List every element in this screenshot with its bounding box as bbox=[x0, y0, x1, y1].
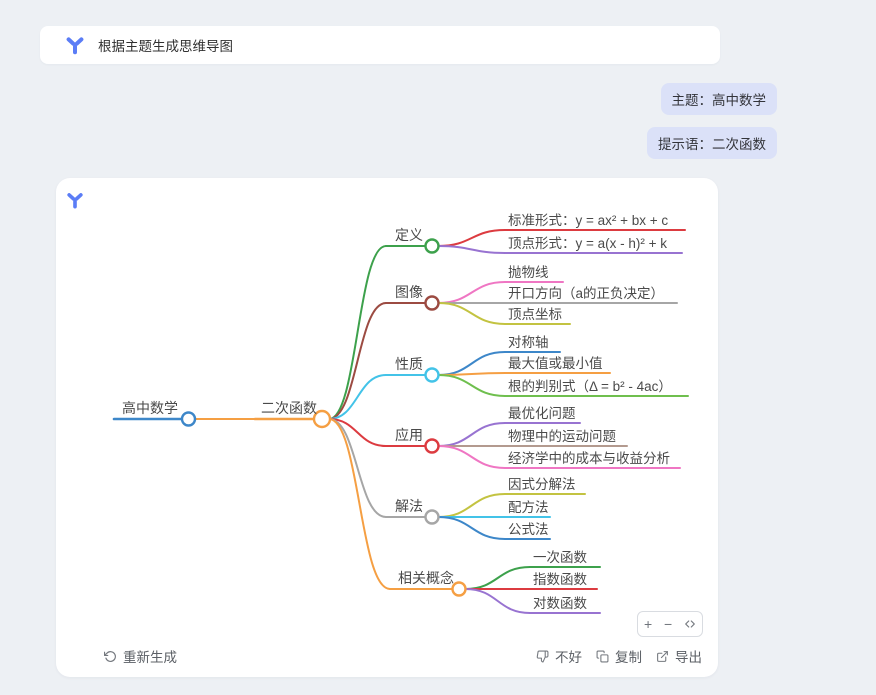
mindmap-result-card: 标准形式：y = ax² + bx + c 顶点形式：y = a(x - h)² … bbox=[56, 178, 718, 677]
mindmap-node-label[interactable]: 指数函数 bbox=[533, 572, 587, 587]
mindmap-link bbox=[438, 445, 506, 469]
mindmap-node-handle[interactable] bbox=[424, 367, 440, 383]
mindmap-node-handle[interactable] bbox=[312, 409, 332, 429]
mindmap-node-label[interactable]: 抛物线 bbox=[508, 265, 549, 280]
mindmap-link bbox=[438, 302, 506, 325]
zoom-toolbar: + − bbox=[637, 611, 703, 637]
fit-view-icon bbox=[684, 618, 696, 630]
mindmap-node-handle[interactable] bbox=[424, 438, 440, 454]
dislike-label: 不好 bbox=[555, 650, 582, 665]
thumbs-down-icon bbox=[536, 650, 549, 663]
regenerate-label: 重新生成 bbox=[123, 650, 177, 665]
mindmap-node-label[interactable]: 定义 bbox=[395, 227, 423, 243]
mindmap-link bbox=[465, 588, 531, 614]
mindmap-link bbox=[328, 374, 387, 420]
mindmap-link bbox=[438, 229, 506, 247]
export-label: 导出 bbox=[675, 650, 702, 665]
mindmap-node-label[interactable]: 因式分解法 bbox=[508, 477, 576, 492]
mindmap-node-label[interactable]: 最优化问题 bbox=[508, 406, 576, 421]
mindmap-link bbox=[328, 302, 387, 420]
mindmap-node-label[interactable]: 标准形式：y = ax² + bx + c bbox=[508, 213, 668, 228]
mindmap-link bbox=[328, 418, 387, 447]
mindmap-node-handle[interactable] bbox=[451, 581, 467, 597]
mindmap-node-label[interactable]: 顶点形式：y = a(x - h)² + k bbox=[508, 236, 667, 251]
refresh-icon bbox=[104, 650, 117, 663]
mindmap-node-label[interactable]: 顶点坐标 bbox=[508, 307, 562, 322]
mindmap-node-label[interactable]: 对数函数 bbox=[533, 596, 587, 611]
mindmap-link bbox=[328, 245, 387, 420]
mindmap-node-handle[interactable] bbox=[424, 238, 440, 254]
mindmap-node-label[interactable]: 最大值或最小值 bbox=[508, 356, 603, 371]
mindmap-node-label[interactable]: 一次函数 bbox=[533, 550, 587, 565]
mindmap-link bbox=[438, 374, 506, 397]
zoom-out-button[interactable]: − bbox=[664, 616, 673, 632]
copy-icon bbox=[596, 650, 609, 663]
result-footer: 重新生成 不好 复制 bbox=[104, 647, 702, 665]
prompt-text: 根据主题生成思维导图 bbox=[98, 39, 233, 54]
mindmap-node-label[interactable]: 图像 bbox=[395, 284, 423, 300]
mindmap-node-label[interactable]: 配方法 bbox=[508, 500, 549, 515]
regenerate-button[interactable]: 重新生成 bbox=[104, 646, 177, 666]
mindmap-node-label[interactable]: 二次函数 bbox=[261, 400, 317, 416]
dislike-button[interactable]: 不好 bbox=[536, 646, 582, 666]
mindmap-link bbox=[438, 493, 506, 518]
mindmap-node-label[interactable]: 根的判别式（Δ = b² - 4ac） bbox=[508, 379, 672, 394]
mindmap-node-label[interactable]: 公式法 bbox=[508, 522, 549, 537]
mindmap-node-handle[interactable] bbox=[180, 411, 197, 427]
mindmap-node-label[interactable]: 应用 bbox=[395, 427, 423, 443]
mindmap-node-label[interactable]: 对称轴 bbox=[508, 335, 549, 350]
mindmap-link bbox=[328, 418, 391, 590]
result-actions: 不好 复制 导出 bbox=[536, 646, 702, 666]
export-icon bbox=[656, 650, 669, 663]
zoom-in-button[interactable]: + bbox=[643, 616, 653, 632]
mindmap-link bbox=[438, 351, 506, 376]
mindmap-node-label[interactable]: 物理中的运动问题 bbox=[508, 429, 616, 444]
fit-view-button[interactable] bbox=[682, 618, 698, 630]
mindmap-link bbox=[438, 245, 506, 254]
app-logo-icon bbox=[64, 34, 86, 56]
mindmap-node-handle[interactable] bbox=[424, 509, 440, 525]
chip-hint[interactable]: 提示语：二次函数 bbox=[647, 127, 777, 159]
mindmap-node-label[interactable]: 经济学中的成本与收益分析 bbox=[508, 451, 670, 466]
mindmap-node-label[interactable]: 相关概念 bbox=[398, 570, 454, 586]
mindmap-node-handle[interactable] bbox=[424, 295, 440, 311]
mindmap-node-label[interactable]: 解法 bbox=[395, 498, 423, 514]
mindmap-canvas[interactable]: 标准形式：y = ax² + bx + c 顶点形式：y = a(x - h)² … bbox=[56, 178, 718, 677]
mindmap-link bbox=[465, 566, 531, 590]
mindmap-link bbox=[438, 516, 506, 540]
chip-topic[interactable]: 主题：高中数学 bbox=[660, 83, 777, 115]
mindmap-node-label[interactable]: 开口方向（a的正负决定） bbox=[508, 286, 664, 301]
copy-button[interactable]: 复制 bbox=[596, 646, 642, 666]
mindmap-node-label[interactable]: 性质 bbox=[395, 356, 423, 372]
mindmap-link bbox=[438, 422, 506, 447]
app-logo-icon bbox=[65, 190, 85, 210]
mindmap-node-label[interactable]: 高中数学 bbox=[122, 400, 178, 416]
mindmap-link bbox=[438, 281, 506, 304]
prompt-message-card: 根据主题生成思维导图 bbox=[40, 26, 720, 64]
export-button[interactable]: 导出 bbox=[656, 646, 702, 666]
copy-label: 复制 bbox=[615, 650, 642, 665]
